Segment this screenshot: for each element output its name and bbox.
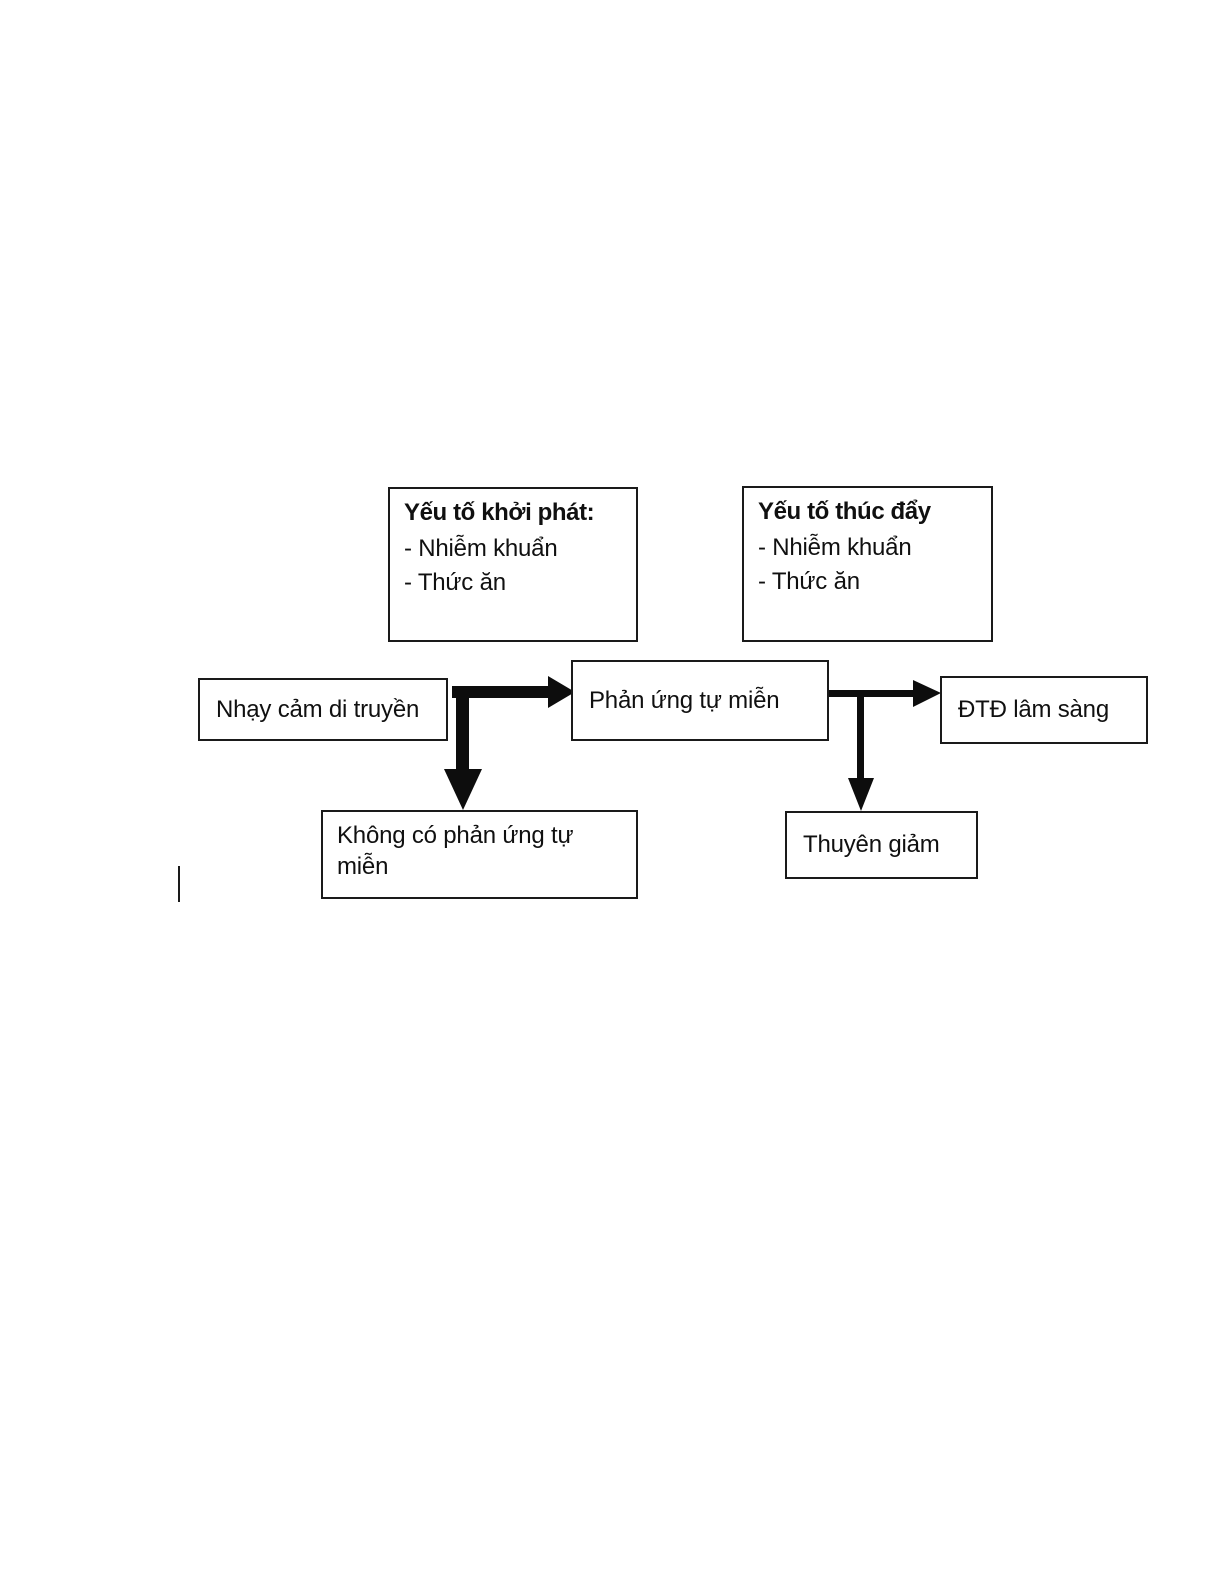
node-remission-label: Thuyên giảm bbox=[803, 831, 940, 859]
node-clinical-diabetes-body: ĐTĐ lâm sàng bbox=[942, 694, 1146, 725]
node-remission[interactable]: Thuyên giảm bbox=[785, 811, 978, 879]
node-promoting-factors-item-1: - Thức ăn bbox=[758, 568, 860, 596]
edge-autoimmune-to-remission bbox=[848, 690, 874, 811]
node-clinical-diabetes[interactable]: ĐTĐ lâm sàng bbox=[940, 676, 1148, 744]
node-autoimmune-response[interactable]: Phản ứng tự miễn bbox=[571, 660, 829, 741]
edge-autoimmune-to-clinical bbox=[829, 680, 941, 707]
node-trigger-factors-item-1: - Thức ăn bbox=[404, 569, 506, 597]
node-genetic-susceptibility-body: Nhạy cảm di truyền bbox=[200, 694, 446, 725]
node-no-autoimmune-response-body: Không có phản ứng tự miễn bbox=[323, 812, 636, 882]
node-promoting-factors-title: Yếu tố thúc đẩy bbox=[758, 498, 931, 525]
node-remission-body: Thuyên giảm bbox=[787, 829, 976, 860]
node-trigger-factors-title: Yếu tố khởi phát: bbox=[404, 499, 595, 526]
node-autoimmune-response-body: Phản ứng tự miễn bbox=[573, 685, 827, 716]
node-no-autoimmune-response-label: Không có phản ứng tự miễn bbox=[337, 822, 574, 881]
node-clinical-diabetes-label: ĐTĐ lâm sàng bbox=[958, 696, 1109, 724]
node-promoting-factors-item-0: - Nhiễm khuẩn bbox=[758, 534, 912, 562]
node-trigger-factors[interactable]: Yếu tố khởi phát: - Nhiễm khuẩn - Thức ă… bbox=[388, 487, 638, 642]
node-autoimmune-response-label: Phản ứng tự miễn bbox=[589, 686, 780, 714]
margin-rule bbox=[178, 866, 180, 902]
edge-genetic-to-no-autoimmune bbox=[444, 692, 482, 810]
node-promoting-factors-body: Yếu tố thúc đẩy - Nhiễm khuẩn - Thức ăn bbox=[744, 488, 991, 598]
edge-genetic-to-autoimmune bbox=[452, 676, 575, 708]
node-trigger-factors-item-0: - Nhiễm khuẩn bbox=[404, 535, 558, 563]
node-no-autoimmune-response[interactable]: Không có phản ứng tự miễn bbox=[321, 810, 638, 899]
node-genetic-susceptibility-label: Nhạy cảm di truyền bbox=[216, 695, 420, 723]
node-promoting-factors[interactable]: Yếu tố thúc đẩy - Nhiễm khuẩn - Thức ăn bbox=[742, 486, 993, 642]
node-trigger-factors-body: Yếu tố khởi phát: - Nhiễm khuẩn - Thức ă… bbox=[390, 489, 636, 599]
node-genetic-susceptibility[interactable]: Nhạy cảm di truyền bbox=[198, 678, 448, 741]
